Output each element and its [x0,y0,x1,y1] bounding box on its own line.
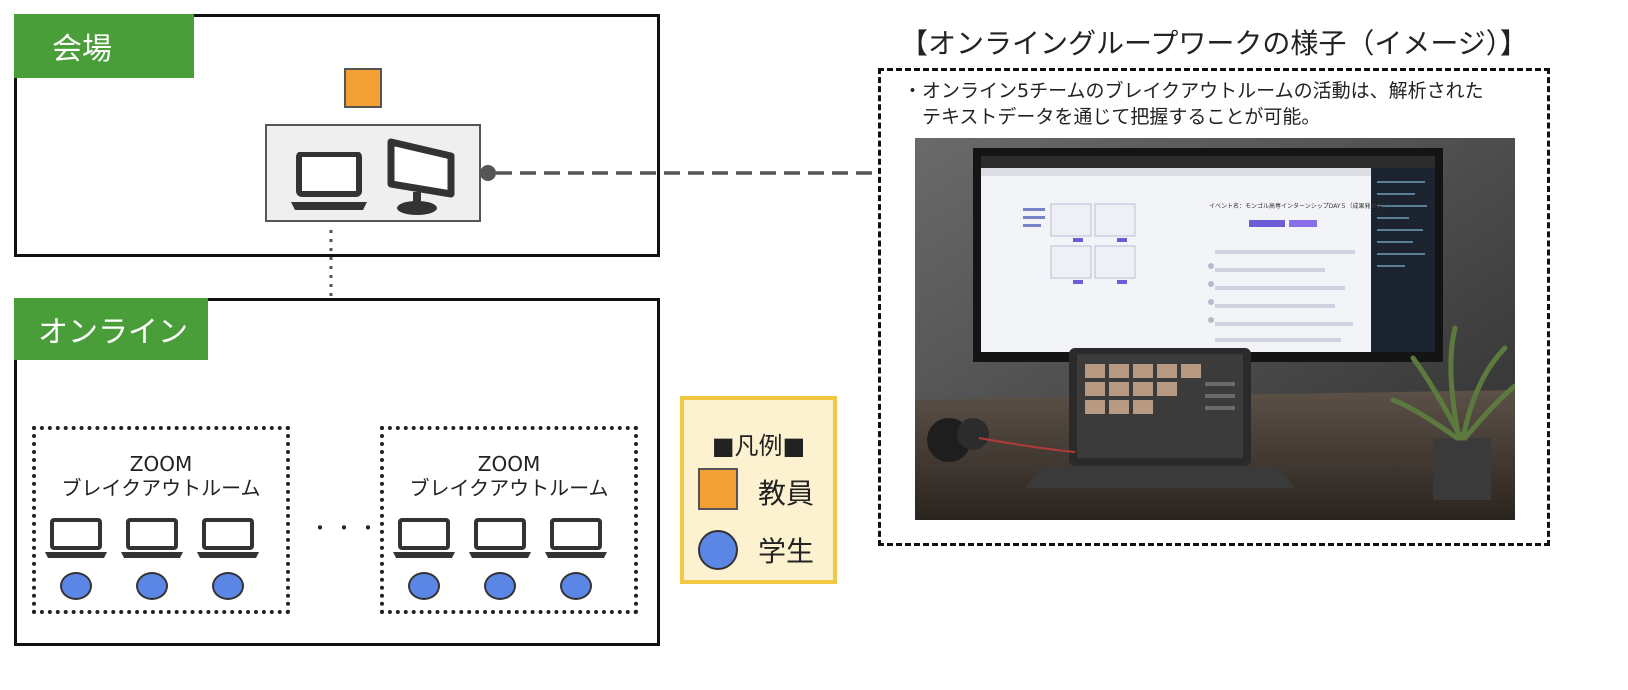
online-label: オンライン [38,315,188,350]
laptop-icon [197,518,259,558]
laptop-icon [545,518,607,558]
connector-dashed-line [480,165,880,181]
laptop-icon [45,518,107,558]
room-title-zoom: ZOOM [129,452,193,476]
online-panel [14,298,660,646]
legend-title: ■凡例■ [711,432,806,460]
breakout-room: ZOOM ブレイクアウトルーム [380,426,638,614]
venue-pc-box [265,124,481,222]
photo-illustration: イベント名：モンゴル高専インターンシップDAY５（成果発表会） [915,138,1515,520]
room-title-zoom: ZOOM [477,452,541,476]
student-marker [60,572,92,600]
laptop-icon [121,518,183,558]
student-marker [560,572,592,600]
online-tag: オンライン [14,298,208,360]
legend-box: ■凡例■ 教員 学生 [680,396,837,584]
venue-teacher-marker [344,68,382,108]
photo-frame [878,68,1550,546]
laptop-icon [291,152,367,210]
venue-tag: 会場 [14,14,194,78]
legend-student-swatch [698,530,738,570]
student-marker [212,572,244,600]
photo-section-title: 【オンライングループワークの様子（イメージ）】 [900,27,1528,60]
laptop-icon [393,518,455,558]
group-work-photo: イベント名：モンゴル高専インターンシップDAY５（成果発表会） [915,138,1515,520]
desktop-monitor-icon [387,138,455,215]
venue-label: 会場 [52,32,112,67]
screen-heading: イベント名：モンゴル高専インターンシップDAY５（成果発表会） [1209,202,1389,210]
legend-teacher-label: 教員 [758,477,815,510]
room-title-breakout: ブレイクアウトルーム [409,476,609,500]
breakout-room: ZOOM ブレイクアウトルーム [32,426,290,614]
student-marker [136,572,168,600]
student-marker [484,572,516,600]
photo-note-line1: ・オンライン5チームのブレイクアウトルームの活動は、解析された [903,80,1484,102]
room-title-breakout: ブレイクアウトルーム [61,476,261,500]
rooms-ellipsis: ・・・ [310,516,382,540]
laptop-icon [469,518,531,558]
photo-note-line2: テキストデータを通じて把握することが可能。 [922,106,1321,128]
legend-teacher-swatch [698,468,738,510]
legend-student-label: 学生 [758,535,815,568]
student-marker [408,572,440,600]
